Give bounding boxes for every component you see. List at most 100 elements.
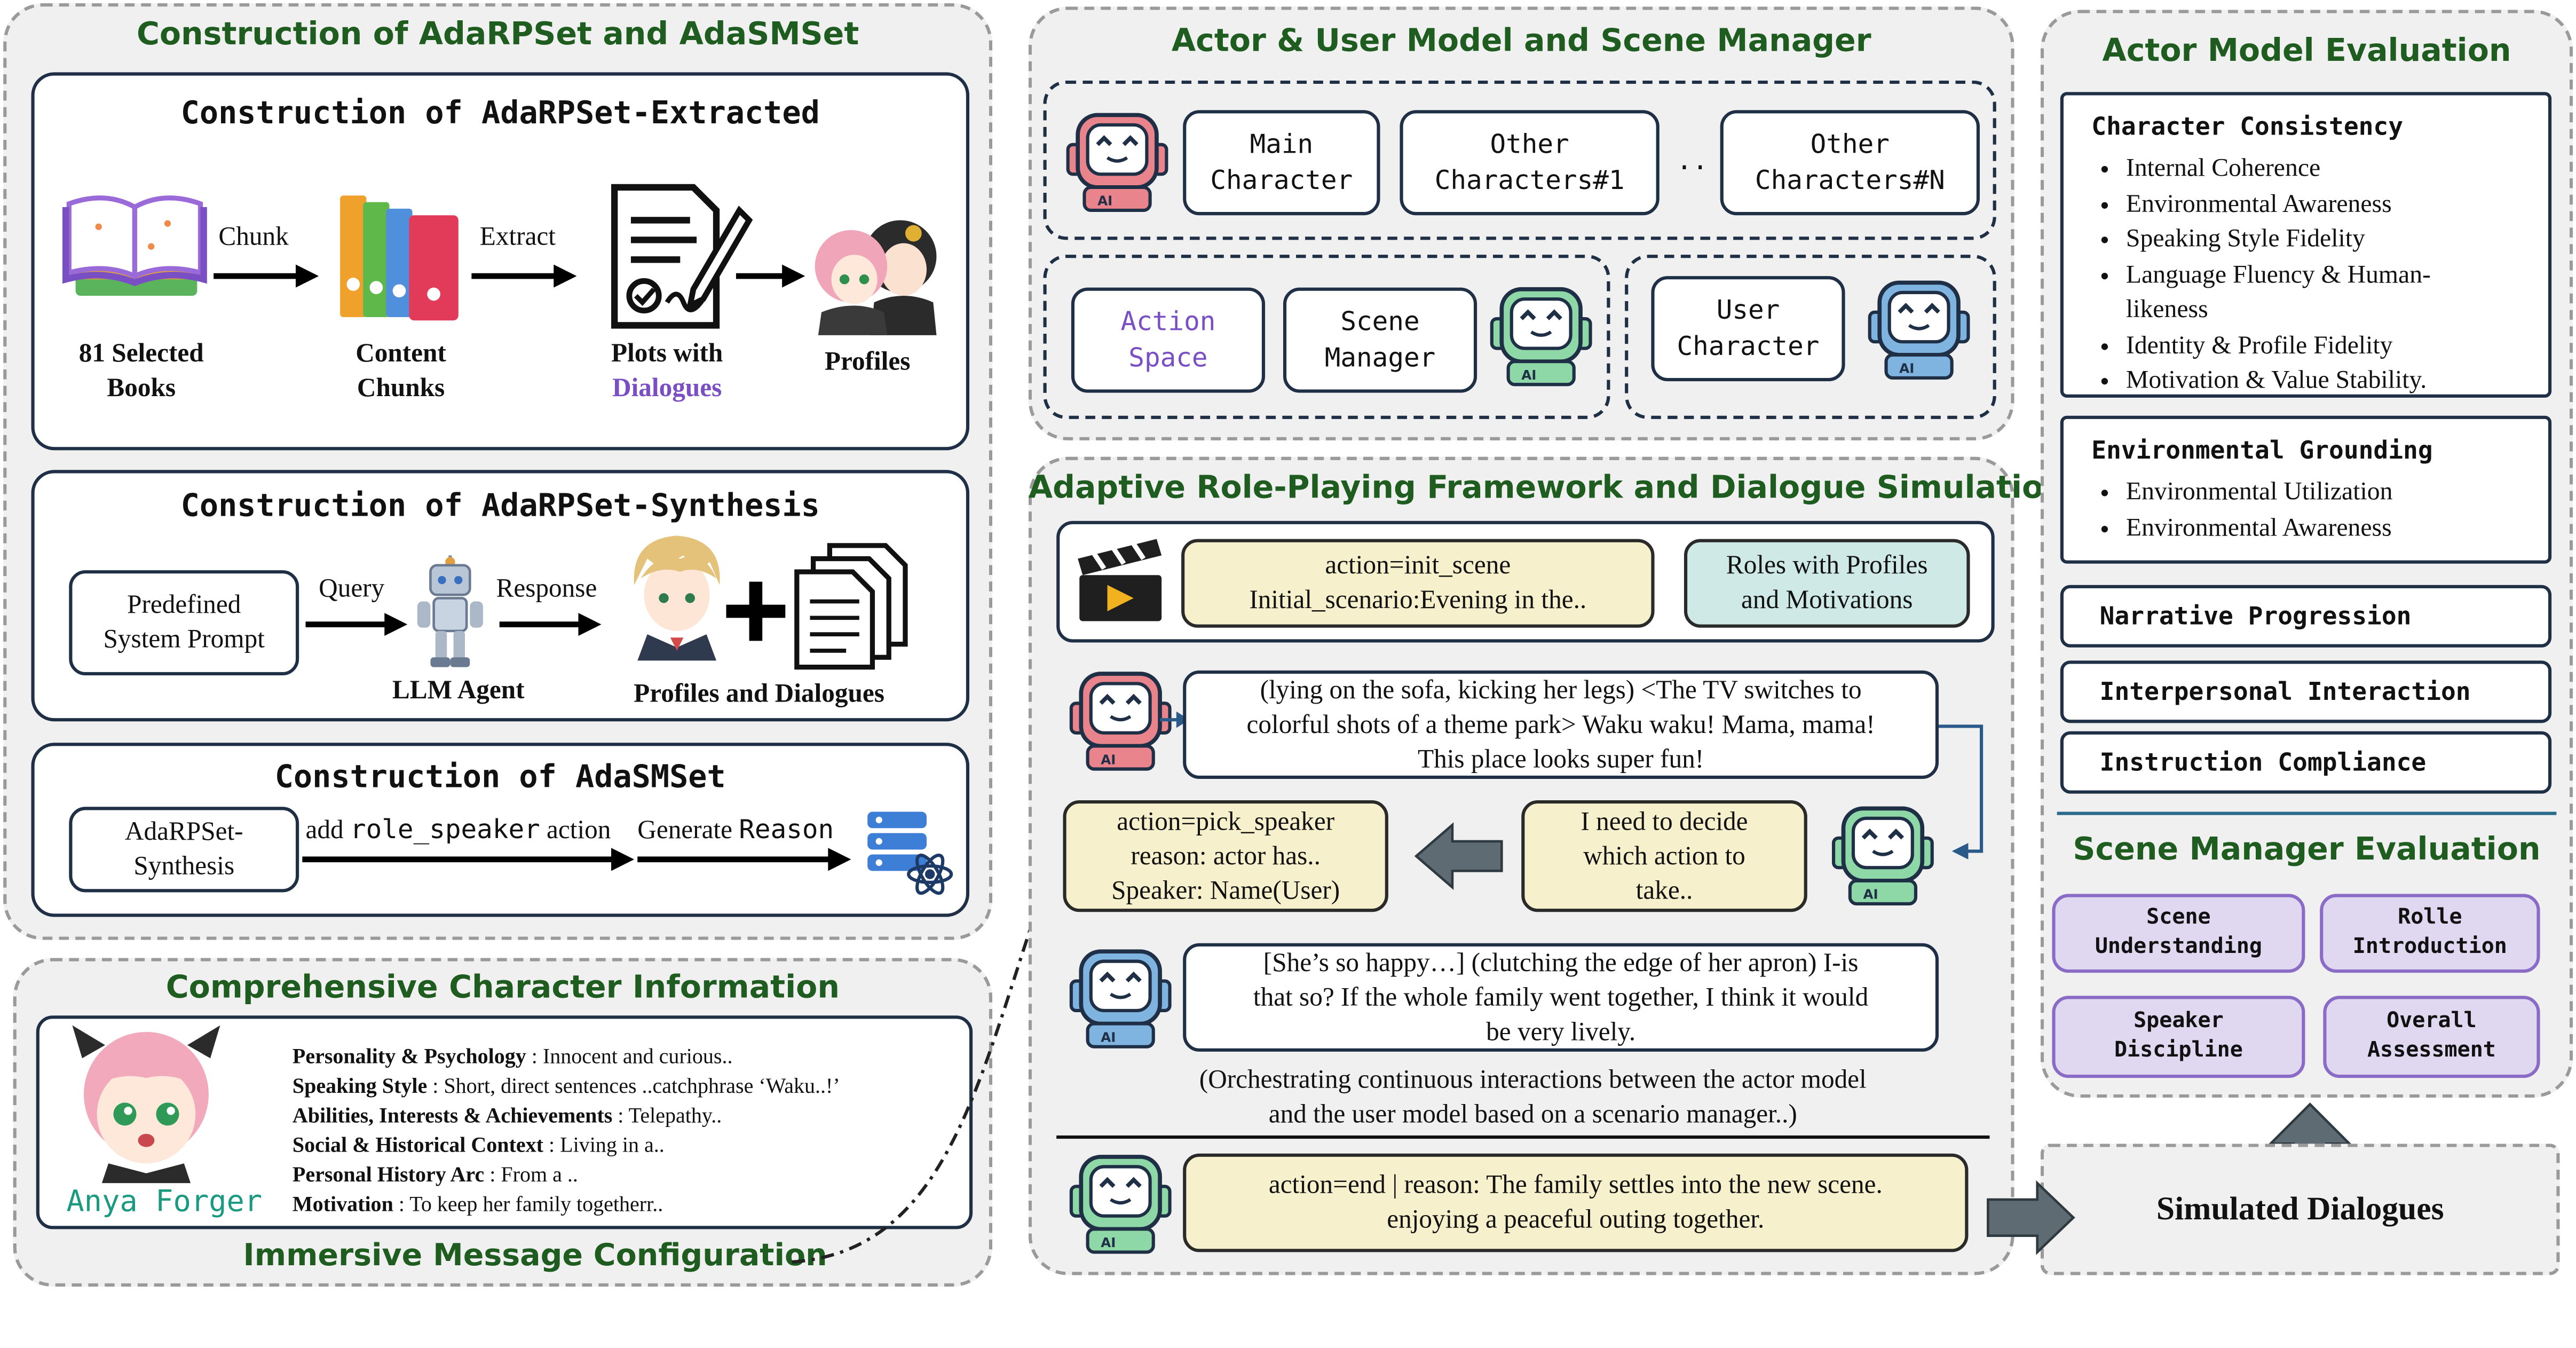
extract-arrow — [471, 264, 577, 288]
llm-agent-robot-icon — [417, 555, 483, 667]
other-characters-1-line2: Characters#1 — [1434, 164, 1625, 196]
user-message-line3: be very lively. — [1486, 1018, 1636, 1046]
info-social-context-value: : Living in a.. — [543, 1132, 665, 1157]
right-block-arrow — [1987, 1180, 2075, 1255]
profiles-arrow — [736, 264, 805, 288]
main-character-line1: Main — [1250, 128, 1314, 160]
smset-title: Construction of AdaSMSet — [274, 759, 726, 795]
other-characters-1-box: Other Characters#1 — [1400, 110, 1660, 216]
add-role-speaker-label: add role_speaker action — [306, 814, 611, 847]
synthesis-title: Construction of AdaRPSet-Synthesis — [180, 488, 820, 524]
simulated-dialogues-box — [2040, 1144, 2560, 1275]
divider-line — [1056, 1135, 1990, 1139]
query-arrow — [305, 613, 408, 636]
narrative-progression-box: Narrative Progression — [2060, 585, 2552, 648]
books-icon — [62, 195, 207, 296]
info-personality-value: : Innocent and curious.. — [526, 1043, 733, 1068]
decide-line3: take.. — [1635, 877, 1693, 905]
manager-decision-robot-icon: AI — [1831, 806, 1934, 905]
books-label-line1: 81 Selected — [78, 340, 204, 368]
info-personality: Personality & Psychology : Innocent and … — [293, 1042, 840, 1071]
actor-to-manager-connector — [1939, 724, 1984, 860]
user-message-bubble: [She’s so happy…] (clutching the edge of… — [1183, 943, 1939, 1052]
other-characters-n-line1: Other — [1810, 128, 1890, 160]
info-social-context: Social & Historical Context : Living in … — [293, 1131, 840, 1160]
reason-code: Reason — [739, 813, 834, 845]
end-action-line1: action=end | reason: The family settles … — [1268, 1171, 1883, 1200]
actor-eval-title: Actor Model Evaluation — [2102, 33, 2511, 69]
profiles-avatar-icon — [815, 220, 937, 335]
pill-role-line2: Introduction — [2352, 935, 2507, 960]
user-message-line1: [She’s so happy…] (clutching the edge of… — [1263, 949, 1859, 977]
query-arrow-label: Query — [319, 575, 385, 603]
pill-scene-understanding: Scene Understanding — [2052, 894, 2305, 973]
pill-role-line1: Rolle — [2398, 905, 2462, 931]
pick-speaker-line3: Speaker: Name(User) — [1111, 877, 1340, 905]
loid-avatar-icon — [634, 535, 720, 661]
pick-speaker-line2: reason: actor has.. — [1131, 842, 1321, 870]
consistency-item: Internal Coherence — [2126, 151, 2553, 186]
grounding-card: Environmental Grounding Environmental Ut… — [2060, 415, 2553, 564]
scene-manager-line1: Scene — [1340, 305, 1420, 337]
main-character-box: Main Character — [1183, 110, 1380, 216]
orchestrate-line1: (Orchestrating continuous interactions b… — [1199, 1066, 1867, 1094]
system-prompt-line1: Predefined — [127, 592, 241, 620]
characters-group — [1043, 80, 1996, 240]
action-space-line1: Action — [1120, 305, 1216, 337]
scene-manager-group — [1043, 255, 1610, 419]
scene-manager-line2: Manager — [1324, 342, 1436, 373]
actor-message-bubble: (lying on the sofa, kicking her legs) <T… — [1183, 670, 1939, 779]
actor-robot-red-icon: AI — [1066, 113, 1168, 212]
actor-speaker-robot-icon: AI — [1069, 672, 1172, 771]
generate-prefix: Generate — [637, 816, 732, 845]
ai-text: AI — [1899, 361, 1914, 376]
pill-role-introduction: Rolle Introduction — [2320, 894, 2540, 973]
plus-icon — [726, 581, 786, 641]
grounding-item: Environmental Awareness — [2126, 510, 2553, 546]
character-info-list: Personality & Psychology : Innocent and … — [293, 1042, 840, 1219]
binders-icon — [340, 195, 459, 321]
pill-overall-line1: Overall — [2387, 1008, 2477, 1034]
extract-arrow-label: Extract — [479, 223, 556, 251]
scene-manager-robot-green-icon: AI — [1490, 287, 1592, 387]
info-history-arc-key: Personal History Arc — [292, 1162, 485, 1187]
info-history-arc: Personal History Arc : From a .. — [293, 1160, 840, 1189]
consistency-item: Language Fluency & Human-likeness — [2126, 257, 2553, 328]
books-label-line2: Books — [107, 374, 176, 403]
actor-message-line1: (lying on the sofa, kicking her legs) <T… — [1260, 676, 1862, 704]
info-speaking-style: Speaking Style : Short, direct sentences… — [293, 1071, 840, 1101]
plots-label: Plots with Dialogues — [575, 337, 759, 406]
immersive-message-label: Immersive Message Configuration — [243, 1239, 827, 1274]
info-abilities-key: Abilities, Interests & Achievements — [292, 1102, 613, 1128]
decision-arrow-left — [1414, 822, 1503, 890]
user-character-box: User Character — [1651, 276, 1845, 382]
decide-box: I need to decide which action to take.. — [1521, 800, 1807, 912]
orchestrate-note: (Orchestrating continuous interactions b… — [1056, 1063, 2009, 1132]
info-speaking-style-value: : Short, direct sentences ..catchphrase … — [427, 1073, 840, 1098]
user-character-line1: User — [1716, 294, 1780, 326]
add-prefix: add — [305, 816, 344, 845]
smset-input-box: AdaRPSet- Synthesis — [69, 807, 299, 893]
framework-title: Adaptive Role-Playing Framework and Dial… — [1028, 470, 2066, 507]
actor-message-line2: colorful shots of a theme park> Waku wak… — [1246, 711, 1875, 739]
grounding-item: Environmental Utilization — [2126, 475, 2553, 510]
construction-title: Construction of AdaRPSet and AdaSMSet — [136, 16, 859, 53]
role-speaker-code: role_speaker — [350, 813, 540, 845]
info-history-arc-value: : From a .. — [484, 1162, 578, 1187]
character-title: Comprehensive Character Information — [165, 969, 840, 1006]
pill-speaker-line1: Speaker — [2134, 1008, 2224, 1034]
info-motivation: Motivation : To keep her family together… — [293, 1189, 840, 1219]
pill-overall-line2: Assessment — [2367, 1038, 2496, 1063]
plots-label-dialogues: Dialogues — [612, 374, 722, 403]
response-arrow — [499, 613, 602, 636]
info-motivation-value: : To keep her family togetherr.. — [393, 1191, 663, 1216]
consistency-item-text: Language Fluency & Human- — [2125, 260, 2431, 289]
end-action-box: action=end | reason: The family settles … — [1183, 1153, 1969, 1252]
pick-speaker-box: action=pick_speaker reason: actor has.. … — [1063, 800, 1388, 912]
consistency-list: Internal Coherence Environmental Awarene… — [2093, 151, 2553, 398]
chunks-label-line1: Content — [355, 340, 446, 368]
evaluation-divider — [2057, 811, 2557, 815]
ai-text: AI — [1101, 752, 1116, 767]
actor-message-line3: This place looks super fun! — [1418, 745, 1704, 774]
info-abilities: Abilities, Interests & Achievements : Te… — [293, 1101, 840, 1130]
